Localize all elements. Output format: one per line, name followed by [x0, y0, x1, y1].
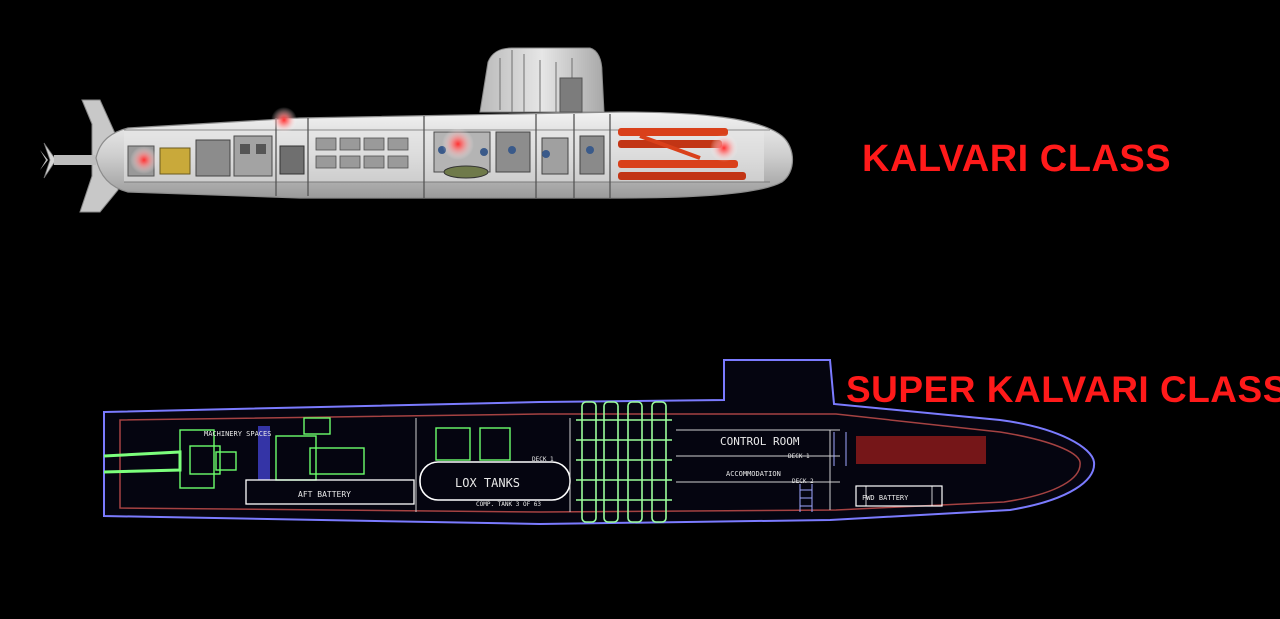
- label-lox-tanks: LOX TANKS: [455, 476, 520, 490]
- label-fwd-battery: FWD BATTERY: [862, 494, 909, 502]
- ladder: [799, 432, 847, 512]
- kalvari-class-title: KALVARI CLASS: [862, 138, 1172, 180]
- kalvari-sail: [479, 47, 605, 113]
- vertical-launch-tubes: [576, 401, 672, 523]
- kalvari-torpedo-room: [618, 128, 746, 180]
- kalvari-bulkheads: [275, 114, 611, 198]
- super-kalvari-machinery: [103, 417, 511, 489]
- label-deck1-left: DECK 1: [532, 456, 554, 463]
- label-comp-tank: COMP. TANK 3 OF 63: [476, 501, 541, 508]
- label-control-room: CONTROL ROOM: [720, 435, 800, 448]
- label-aft-battery: AFT BATTERY: [298, 490, 351, 499]
- label-machinery: MACHINERY SPACES: [204, 430, 271, 438]
- super-kalvari-schematic: MACHINERY SPACES AFT BATTERY LOX TANKS C…: [103, 359, 1096, 526]
- label-deck1-right: DECK 1: [788, 453, 810, 460]
- label-deck2: DECK 2: [792, 478, 814, 485]
- kalvari-battery-racks: [315, 137, 409, 169]
- kalvari-sonar-markers: [130, 107, 738, 174]
- aft-battery-box: [245, 479, 415, 505]
- label-accommodation: ACCOMMODATION: [726, 470, 781, 478]
- fwd-battery-box: [855, 485, 943, 507]
- super-kalvari-hull: [103, 359, 1096, 526]
- super-kalvari-class-title: SUPER KALVARI CLASS: [846, 369, 1280, 410]
- torpedo-room-block: [856, 436, 986, 464]
